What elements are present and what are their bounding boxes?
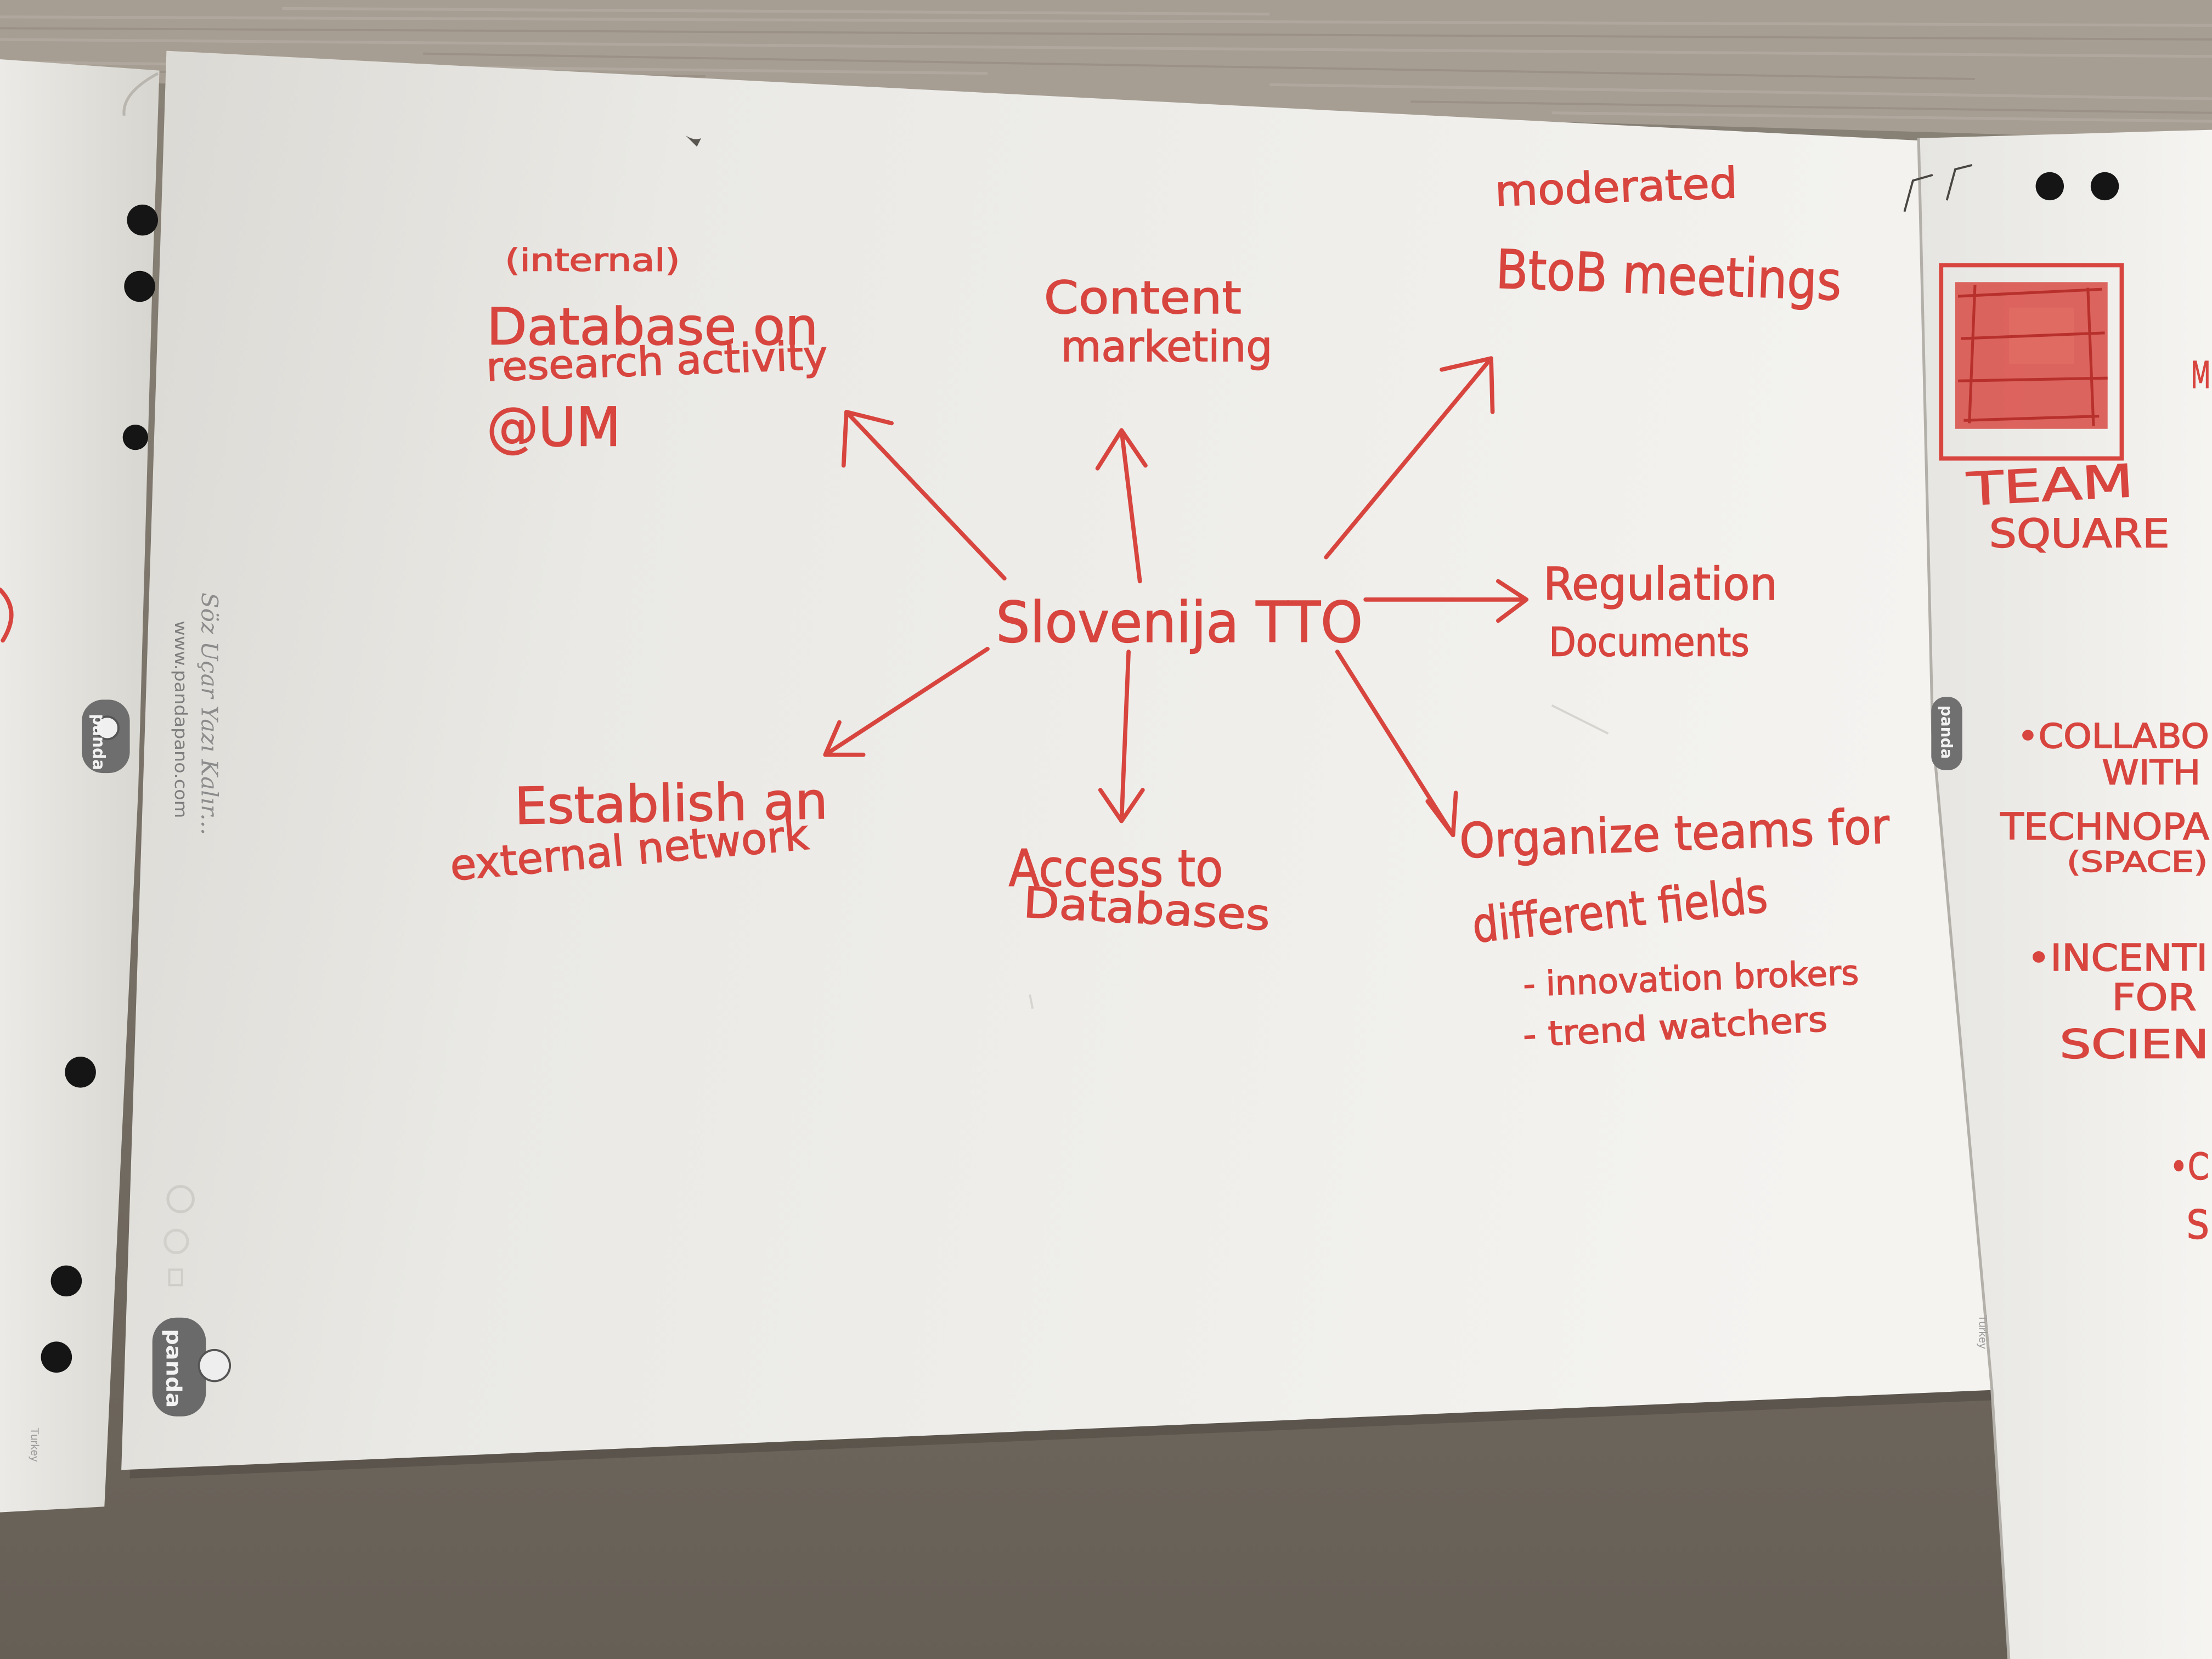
branch-line: Access to xyxy=(1009,839,1223,898)
punch-hole xyxy=(124,270,155,302)
arrow-to-access-databases xyxy=(1098,650,1145,823)
team-square-icon xyxy=(1939,263,2124,461)
punch-hole xyxy=(122,425,148,450)
punch-hole xyxy=(2090,172,2119,201)
arrow-to-database xyxy=(841,410,1007,581)
arrow-to-external-network xyxy=(823,647,990,757)
punch-hole xyxy=(2035,172,2064,201)
bullet-line: FOR xyxy=(2112,976,2196,1019)
bullet-line: TECHNOPA xyxy=(2000,805,2209,848)
team-square-heading: SQUARE xyxy=(1989,511,2170,557)
bullet-collaboration: •COLLABO WITH TECHNOPA (SPACE) xyxy=(1999,716,2209,879)
svg-text:panda: panda xyxy=(89,714,109,770)
branch-line: marketing xyxy=(1061,322,1273,371)
branch-line: @UM xyxy=(487,397,620,459)
central-node-label: Slovenija TTO xyxy=(996,590,1363,656)
branch-line: Database on xyxy=(487,297,818,356)
country-label: Turkey xyxy=(29,1427,41,1462)
country-label: Turkey xyxy=(1977,1315,1989,1350)
branch-line: Documents xyxy=(1549,619,1749,665)
panda-logo: panda xyxy=(82,699,130,774)
punch-hole xyxy=(50,1265,82,1297)
bullet-line: •COLLABO xyxy=(2017,716,2209,756)
branch-content-marketing: Content marketing xyxy=(1043,272,1273,372)
panda-logo: panda xyxy=(1931,697,1962,770)
arrow-to-content-marketing xyxy=(1095,428,1148,584)
bullet-line: WITH xyxy=(2102,753,2200,793)
pad-slogan: Söz Uçar Yazı Kalır... xyxy=(196,592,223,835)
left-sheet: Turkey xyxy=(0,59,160,1513)
panda-face-icon xyxy=(198,1348,232,1383)
main-flipchart-sheet: Söz Uçar Yazı Kalır... www.pandapano.com… xyxy=(82,50,2012,1479)
eco-icon xyxy=(163,1228,189,1255)
panda-logo: panda xyxy=(152,1317,232,1417)
right-sheet: M TEAM SQUARE panda Turkey •COLLABO WITH… xyxy=(1903,129,2212,1659)
bullet-line: (SPACE) xyxy=(2067,846,2208,879)
arrow-to-organize-teams xyxy=(1335,650,1458,838)
recycle-icon xyxy=(166,1185,195,1214)
mind-map-arrows xyxy=(823,356,1529,838)
bullet-incentives: •INCENTI FOR SCIEN xyxy=(2027,936,2209,1068)
team-square-heading: TEAM xyxy=(1965,455,2135,516)
branch-line: BtoB meetings xyxy=(1495,239,1843,313)
punch-hole xyxy=(65,1057,96,1088)
branch-regulation-documents: Regulation Documents xyxy=(1543,558,1778,665)
bullet-partial: •C S xyxy=(2169,1145,2210,1249)
paper-fold-mark xyxy=(1903,163,1973,212)
red-arc-mark xyxy=(0,588,14,643)
pad-website: www.pandapano.com xyxy=(171,620,190,818)
bullet-line: •INCENTI xyxy=(2027,936,2208,979)
partial-letter: M xyxy=(2191,354,2210,397)
bullet-line: SCIEN xyxy=(2059,1022,2209,1068)
svg-text:panda: panda xyxy=(161,1329,185,1408)
branch-line: Content xyxy=(1044,272,1242,324)
punch-hole xyxy=(127,204,158,236)
bin-icon xyxy=(168,1268,183,1286)
arrow-to-btob-meetings xyxy=(1324,356,1495,560)
branch-line: Establish an xyxy=(514,771,828,836)
punch-hole xyxy=(41,1341,72,1373)
svg-text:panda: panda xyxy=(1937,706,1955,759)
branch-database: (internal) Database on research activity… xyxy=(485,242,828,459)
arrow-to-regulation-documents xyxy=(1363,579,1529,623)
panda-face-icon xyxy=(94,715,120,741)
branch-line: Regulation xyxy=(1543,558,1778,611)
bullet-line: •C xyxy=(2170,1146,2209,1188)
branch-line: (internal) xyxy=(505,242,680,279)
bullet-line: S xyxy=(2187,1202,2209,1248)
branch-btob-meetings: moderated BtoB meetings xyxy=(1493,158,1843,313)
branch-line: moderated xyxy=(1494,159,1738,216)
